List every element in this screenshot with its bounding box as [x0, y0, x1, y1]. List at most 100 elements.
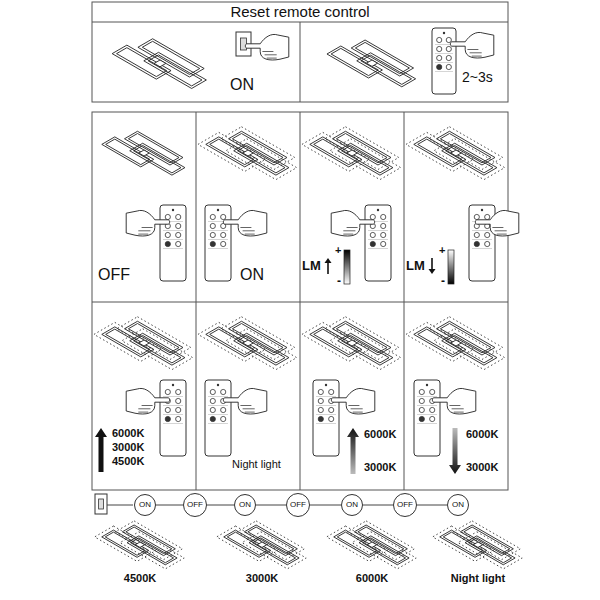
lamp-hub [139, 340, 149, 346]
light-rays [198, 322, 266, 361]
color-temp-label: 6000K [364, 428, 396, 440]
remote-rule [163, 414, 183, 415]
lamp-frame [206, 327, 258, 357]
remote-body [205, 205, 231, 281]
lamp-drawing [327, 40, 416, 87]
state-circle: OFF [183, 493, 207, 517]
remote-button [221, 416, 226, 421]
lamp-frame [440, 530, 487, 557]
lamp-hub [243, 340, 253, 346]
remote-button [485, 232, 490, 237]
remote-button [446, 46, 451, 51]
remote-rule [435, 53, 453, 54]
remote-rule [163, 230, 183, 231]
hand-outline [245, 34, 288, 60]
lamp-frame-inner [337, 532, 377, 555]
hand-fingers [240, 406, 254, 413]
lamp-drawing [112, 39, 206, 89]
remote-button [165, 241, 170, 246]
remote-body [414, 380, 440, 456]
light-rays [406, 322, 474, 361]
remote-button [176, 416, 181, 421]
remote-rule [417, 423, 437, 424]
light-rays [198, 132, 266, 171]
color-temp-label: 3000K [364, 461, 396, 473]
remote-rule [316, 414, 336, 415]
remote-body [365, 205, 391, 281]
remote-rule [417, 414, 437, 415]
remote-button [437, 64, 442, 69]
remote-rule [208, 396, 228, 397]
remote-button [419, 389, 424, 394]
lamp-frame [310, 137, 362, 167]
lamp-drawing [198, 317, 297, 370]
remote-button [176, 241, 181, 246]
lamp-frame [112, 45, 171, 79]
wall-switch [95, 494, 107, 514]
remote-button [165, 214, 170, 219]
remote-button [329, 407, 334, 412]
remote-button [176, 398, 181, 403]
remote-button [474, 214, 479, 219]
lamp-frame-inner [418, 329, 462, 355]
direction-arrow [347, 428, 359, 474]
lamp-hub [347, 340, 357, 346]
remote-button [419, 407, 424, 412]
hand-drawing [223, 388, 266, 414]
hand-outline [331, 388, 374, 414]
sequence-line [310, 505, 341, 506]
lamp-drawing [217, 521, 307, 569]
remote-button [381, 241, 386, 246]
hand-fingers [343, 228, 357, 235]
hand-fingers [138, 406, 152, 413]
remote-button [210, 214, 215, 219]
lamp-drawing [102, 131, 185, 175]
remote-rule [163, 248, 183, 249]
remote-button [381, 232, 386, 237]
lamp-drawing [94, 317, 193, 370]
remote-button [221, 241, 226, 246]
remote-button [176, 407, 181, 412]
state-label: ON [230, 76, 254, 94]
hand-fingers [262, 52, 276, 59]
plus-sign: + [335, 244, 341, 256]
lamp-hub [451, 340, 461, 346]
remote-button [437, 37, 442, 42]
hand-outline [126, 210, 169, 236]
small-arrow-head [325, 258, 332, 263]
remote-body [160, 205, 186, 281]
lamp-frame [414, 327, 466, 357]
hand-fingers [348, 406, 362, 413]
hand-drawing [475, 210, 518, 236]
state-label: OFF [98, 266, 130, 284]
hand-drawing [432, 388, 475, 414]
remote-rule [163, 239, 183, 240]
remote-led [426, 384, 428, 386]
lamp-frame-inner [210, 329, 254, 355]
state-text: ON [139, 501, 151, 509]
remote-control [160, 380, 186, 456]
lamp-drawing [406, 127, 505, 180]
color-temp-label: 3000K [246, 572, 278, 584]
state-text: OFF [397, 501, 413, 509]
sequence-line [363, 505, 393, 506]
remote-button [446, 64, 451, 69]
hand-drawing [245, 34, 288, 60]
hand-drawing [450, 32, 493, 58]
plus-sign: + [439, 244, 445, 256]
light-rays [95, 526, 156, 561]
color-temp-label: 6000K [356, 572, 388, 584]
lamp-drawing [302, 317, 401, 370]
remote-button [176, 223, 181, 228]
panel-divider [404, 112, 405, 490]
remote-rule [472, 248, 492, 249]
remote-led [217, 209, 219, 211]
remote-button [221, 232, 226, 237]
remote-button [485, 214, 490, 219]
brightness-bar [448, 250, 454, 284]
remote-led [217, 384, 219, 386]
mode-label: Night light [451, 572, 505, 584]
hand-fingers [240, 228, 254, 235]
lamp-drawing [433, 521, 523, 569]
